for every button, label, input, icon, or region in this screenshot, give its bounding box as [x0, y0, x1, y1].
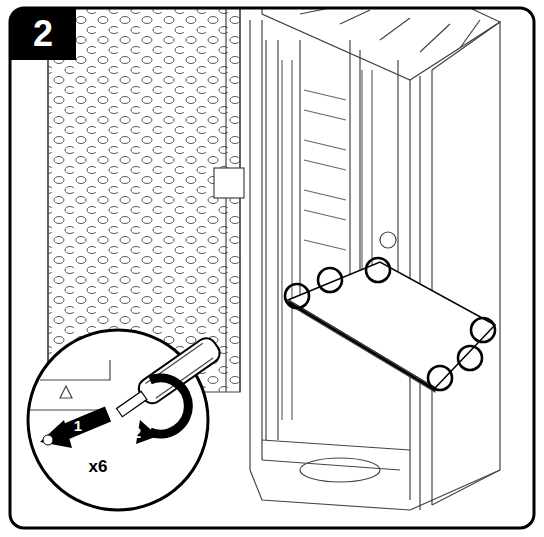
callout-number: x6: [89, 458, 108, 475]
step-number-box: 2: [10, 8, 76, 60]
step-number: 2: [33, 16, 53, 52]
callout-number: 2: [133, 425, 141, 440]
callout-number: 1: [74, 418, 82, 433]
